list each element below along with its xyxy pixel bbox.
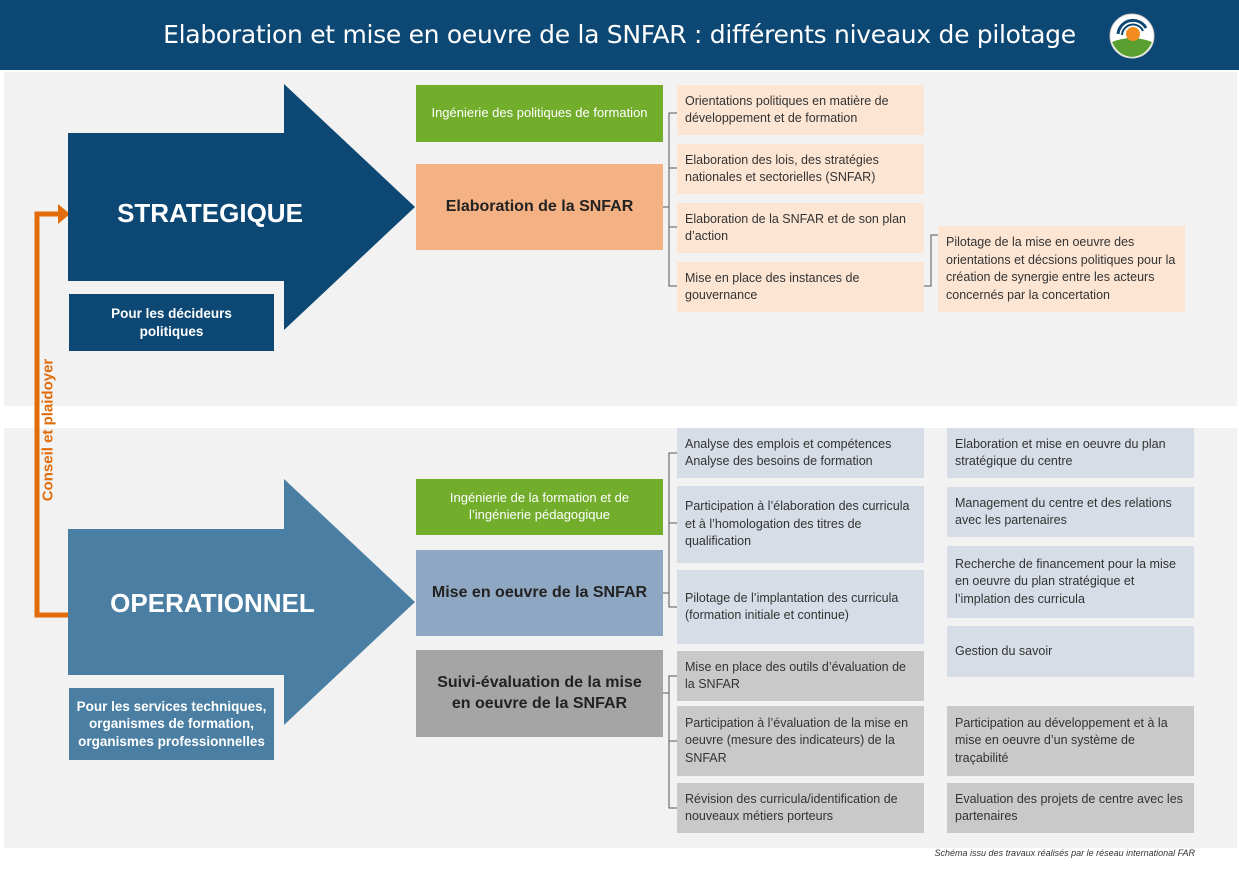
strategic-item: Orientations politiques en matière de dé… xyxy=(677,85,924,135)
strategic-item: Elaboration de la SNFAR et de son plan d… xyxy=(677,203,924,253)
operational-label: OPERATIONNEL xyxy=(110,588,315,618)
operational-arrow xyxy=(68,479,415,725)
evaluation-item: Mise en place des outils d’évaluation de… xyxy=(677,651,924,701)
evaluation-right-item: Participation au développement et à la m… xyxy=(947,706,1194,776)
strategic-green-box: Ingénierie des politiques de formation xyxy=(416,85,663,142)
side-arrow-line xyxy=(34,211,68,618)
evaluation-item: Révision des curricula/identification de… xyxy=(677,783,924,833)
implementation-item: Pilotage de l’implantation des curricula… xyxy=(677,570,924,644)
operational-green-box: Ingénierie de la formation et de l’ingén… xyxy=(416,479,663,535)
strategic-arrow xyxy=(68,84,415,330)
strategic-bracket xyxy=(663,112,677,287)
implementation-right-item: Gestion du savoir xyxy=(947,626,1194,677)
strategic-audience: Pour les décideurs politiques xyxy=(69,294,274,351)
eval-bracket xyxy=(663,675,677,809)
strategic-item: Mise en place des instances de gouvernan… xyxy=(677,262,924,312)
strategic-item: Elaboration des lois, des stratégies nat… xyxy=(677,144,924,194)
footer-note: Schéma issu des travaux réalisés par le … xyxy=(934,848,1195,858)
evaluation-item: Participation à l’évaluation de la mise … xyxy=(677,706,924,776)
strategic-outcome: Pilotage de la mise en oeuvre des orient… xyxy=(938,226,1185,312)
evaluation-box: Suivi-évaluation de la mise en oeuvre de… xyxy=(416,650,663,737)
outcome-bracket xyxy=(924,234,938,287)
operational-audience: Pour les services techniques, organismes… xyxy=(69,688,274,760)
side-label: Conseil et plaidoyer xyxy=(39,358,57,502)
strategic-main-box: Elaboration de la SNFAR xyxy=(416,164,663,250)
implementation-right-item: Recherche de financement pour la mise en… xyxy=(947,546,1194,618)
strategic-label: STRATEGIQUE xyxy=(117,198,303,228)
side-arrow-head xyxy=(58,204,70,224)
evaluation-right-item: Evaluation des projets de centre avec le… xyxy=(947,783,1194,833)
implementation-right-item: Elaboration et mise en oeuvre du plan st… xyxy=(947,428,1194,478)
implementation-item: Participation à l’élaboration des curric… xyxy=(677,486,924,563)
page-title: Elaboration et mise en oeuvre de la SNFA… xyxy=(163,20,1076,49)
far-logo-icon xyxy=(1106,12,1158,60)
implementation-item: Analyse des emplois et compétences Analy… xyxy=(677,428,924,478)
implementation-right-item: Management du centre et des relations av… xyxy=(947,487,1194,537)
implementation-box: Mise en oeuvre de la SNFAR xyxy=(416,550,663,636)
impl-bracket xyxy=(663,452,677,608)
header-bar xyxy=(0,0,1239,70)
